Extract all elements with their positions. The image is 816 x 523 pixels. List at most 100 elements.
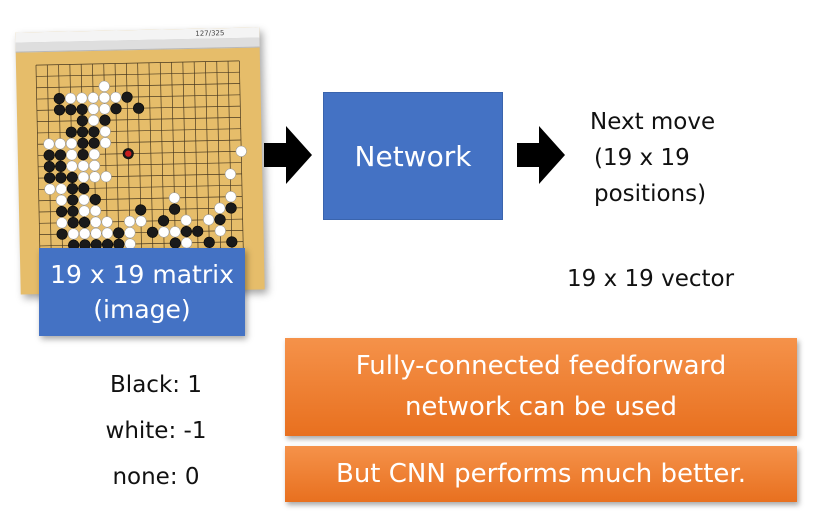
- black-stone: [66, 183, 79, 195]
- white-stone: [67, 228, 79, 240]
- white-stone: [99, 103, 111, 115]
- white-stone: [87, 92, 99, 104]
- white-stone: [44, 183, 56, 195]
- black-stone: [180, 225, 192, 238]
- network-label: Network: [354, 139, 472, 173]
- white-stone: [90, 227, 102, 239]
- white-stone: [214, 225, 226, 237]
- right-arrow-icon: [264, 126, 312, 184]
- white-stone: [101, 227, 113, 239]
- grid-line: [205, 61, 211, 265]
- next-move-line2: (19 x 19: [594, 145, 690, 171]
- black-stone: [56, 228, 68, 240]
- black-stone: [157, 215, 170, 227]
- white-stone: [54, 138, 66, 150]
- white-stone: [158, 226, 170, 238]
- black-stone: [121, 91, 133, 103]
- white-stone: [225, 191, 237, 203]
- black-stone: [110, 103, 122, 115]
- encoding-black: Black: 1: [110, 372, 202, 398]
- last-move-marker: [125, 150, 132, 157]
- black-stone: [78, 216, 91, 228]
- matrix-label-line1: 19 x 19 matrix: [50, 260, 234, 289]
- black-stone: [226, 236, 238, 248]
- fc-note-line2: network can be used: [404, 392, 678, 422]
- encoding-none: none: 0: [112, 464, 200, 490]
- black-stone: [203, 236, 215, 248]
- white-stone: [55, 183, 67, 195]
- white-stone: [65, 137, 78, 150]
- black-stone: [54, 149, 67, 161]
- stone-encoding: Black: 1 white: -1 none: 0: [96, 362, 216, 500]
- white-stone: [124, 215, 136, 227]
- white-stone: [77, 171, 90, 183]
- black-stone: [146, 226, 159, 238]
- white-stone: [98, 80, 110, 92]
- white-stone: [43, 138, 55, 150]
- white-stone: [100, 171, 112, 183]
- white-stone: [169, 226, 181, 238]
- black-stone: [55, 172, 67, 184]
- fc-note-line1: Fully-connected feedforward: [355, 351, 727, 381]
- black-stone: [169, 203, 181, 215]
- white-stone: [56, 217, 68, 229]
- black-stone: [66, 171, 78, 183]
- matrix-label-line2: (image): [93, 295, 191, 324]
- next-move-label: Next move (19 x 19 positions): [590, 104, 715, 212]
- grid-line: [227, 61, 233, 265]
- black-stone: [43, 161, 55, 173]
- black-stone: [67, 217, 79, 229]
- black-stone: [225, 202, 237, 214]
- white-stone: [87, 103, 99, 115]
- black-stone: [214, 213, 226, 226]
- go-board-image: 127/325: [15, 27, 265, 295]
- white-stone: [135, 215, 147, 227]
- go-board: [35, 60, 247, 269]
- black-stone: [76, 103, 88, 115]
- black-stone: [43, 149, 55, 161]
- white-stone: [99, 137, 111, 149]
- white-stone: [89, 160, 101, 172]
- black-stone: [133, 102, 145, 114]
- white-stone: [78, 205, 90, 217]
- next-move-line3: positions): [594, 181, 707, 207]
- right-arrow-icon: [517, 126, 565, 184]
- white-stone: [89, 171, 101, 183]
- black-stone: [67, 205, 79, 217]
- network-box: Network: [323, 92, 503, 220]
- black-stone: [88, 137, 100, 149]
- white-stone: [181, 237, 193, 249]
- black-stone: [77, 137, 89, 149]
- white-stone: [224, 168, 236, 180]
- black-stone: [135, 204, 147, 216]
- black-stone: [113, 227, 125, 239]
- black-stone: [77, 149, 89, 161]
- cnn-note-text: But CNN performs much better.: [335, 459, 746, 489]
- black-stone: [56, 205, 68, 218]
- white-stone: [124, 227, 136, 239]
- white-stone: [76, 92, 88, 104]
- black-stone: [44, 172, 56, 184]
- black-stone: [99, 114, 111, 126]
- next-move-line1: Next move: [590, 109, 716, 135]
- white-stone: [89, 205, 102, 217]
- cnn-note: But CNN performs much better.: [285, 446, 797, 502]
- black-stone: [169, 237, 181, 249]
- white-stone: [55, 194, 67, 206]
- matrix-label-box: 19 x 19 matrix (image): [39, 248, 245, 336]
- white-stone: [78, 194, 90, 206]
- black-stone: [76, 115, 88, 127]
- black-stone: [88, 126, 100, 138]
- white-stone: [90, 216, 102, 228]
- black-stone: [65, 104, 77, 116]
- vector-label: 19 x 19 vector: [567, 266, 735, 292]
- fully-connected-note: Fully-connected feedforward network can …: [285, 338, 797, 436]
- black-stone: [53, 93, 65, 105]
- white-stone: [98, 92, 111, 104]
- black-stone: [192, 225, 204, 237]
- white-stone: [65, 92, 77, 104]
- grid-line: [238, 60, 244, 265]
- black-stone: [65, 126, 77, 138]
- white-stone: [88, 114, 100, 127]
- white-stone: [88, 148, 100, 160]
